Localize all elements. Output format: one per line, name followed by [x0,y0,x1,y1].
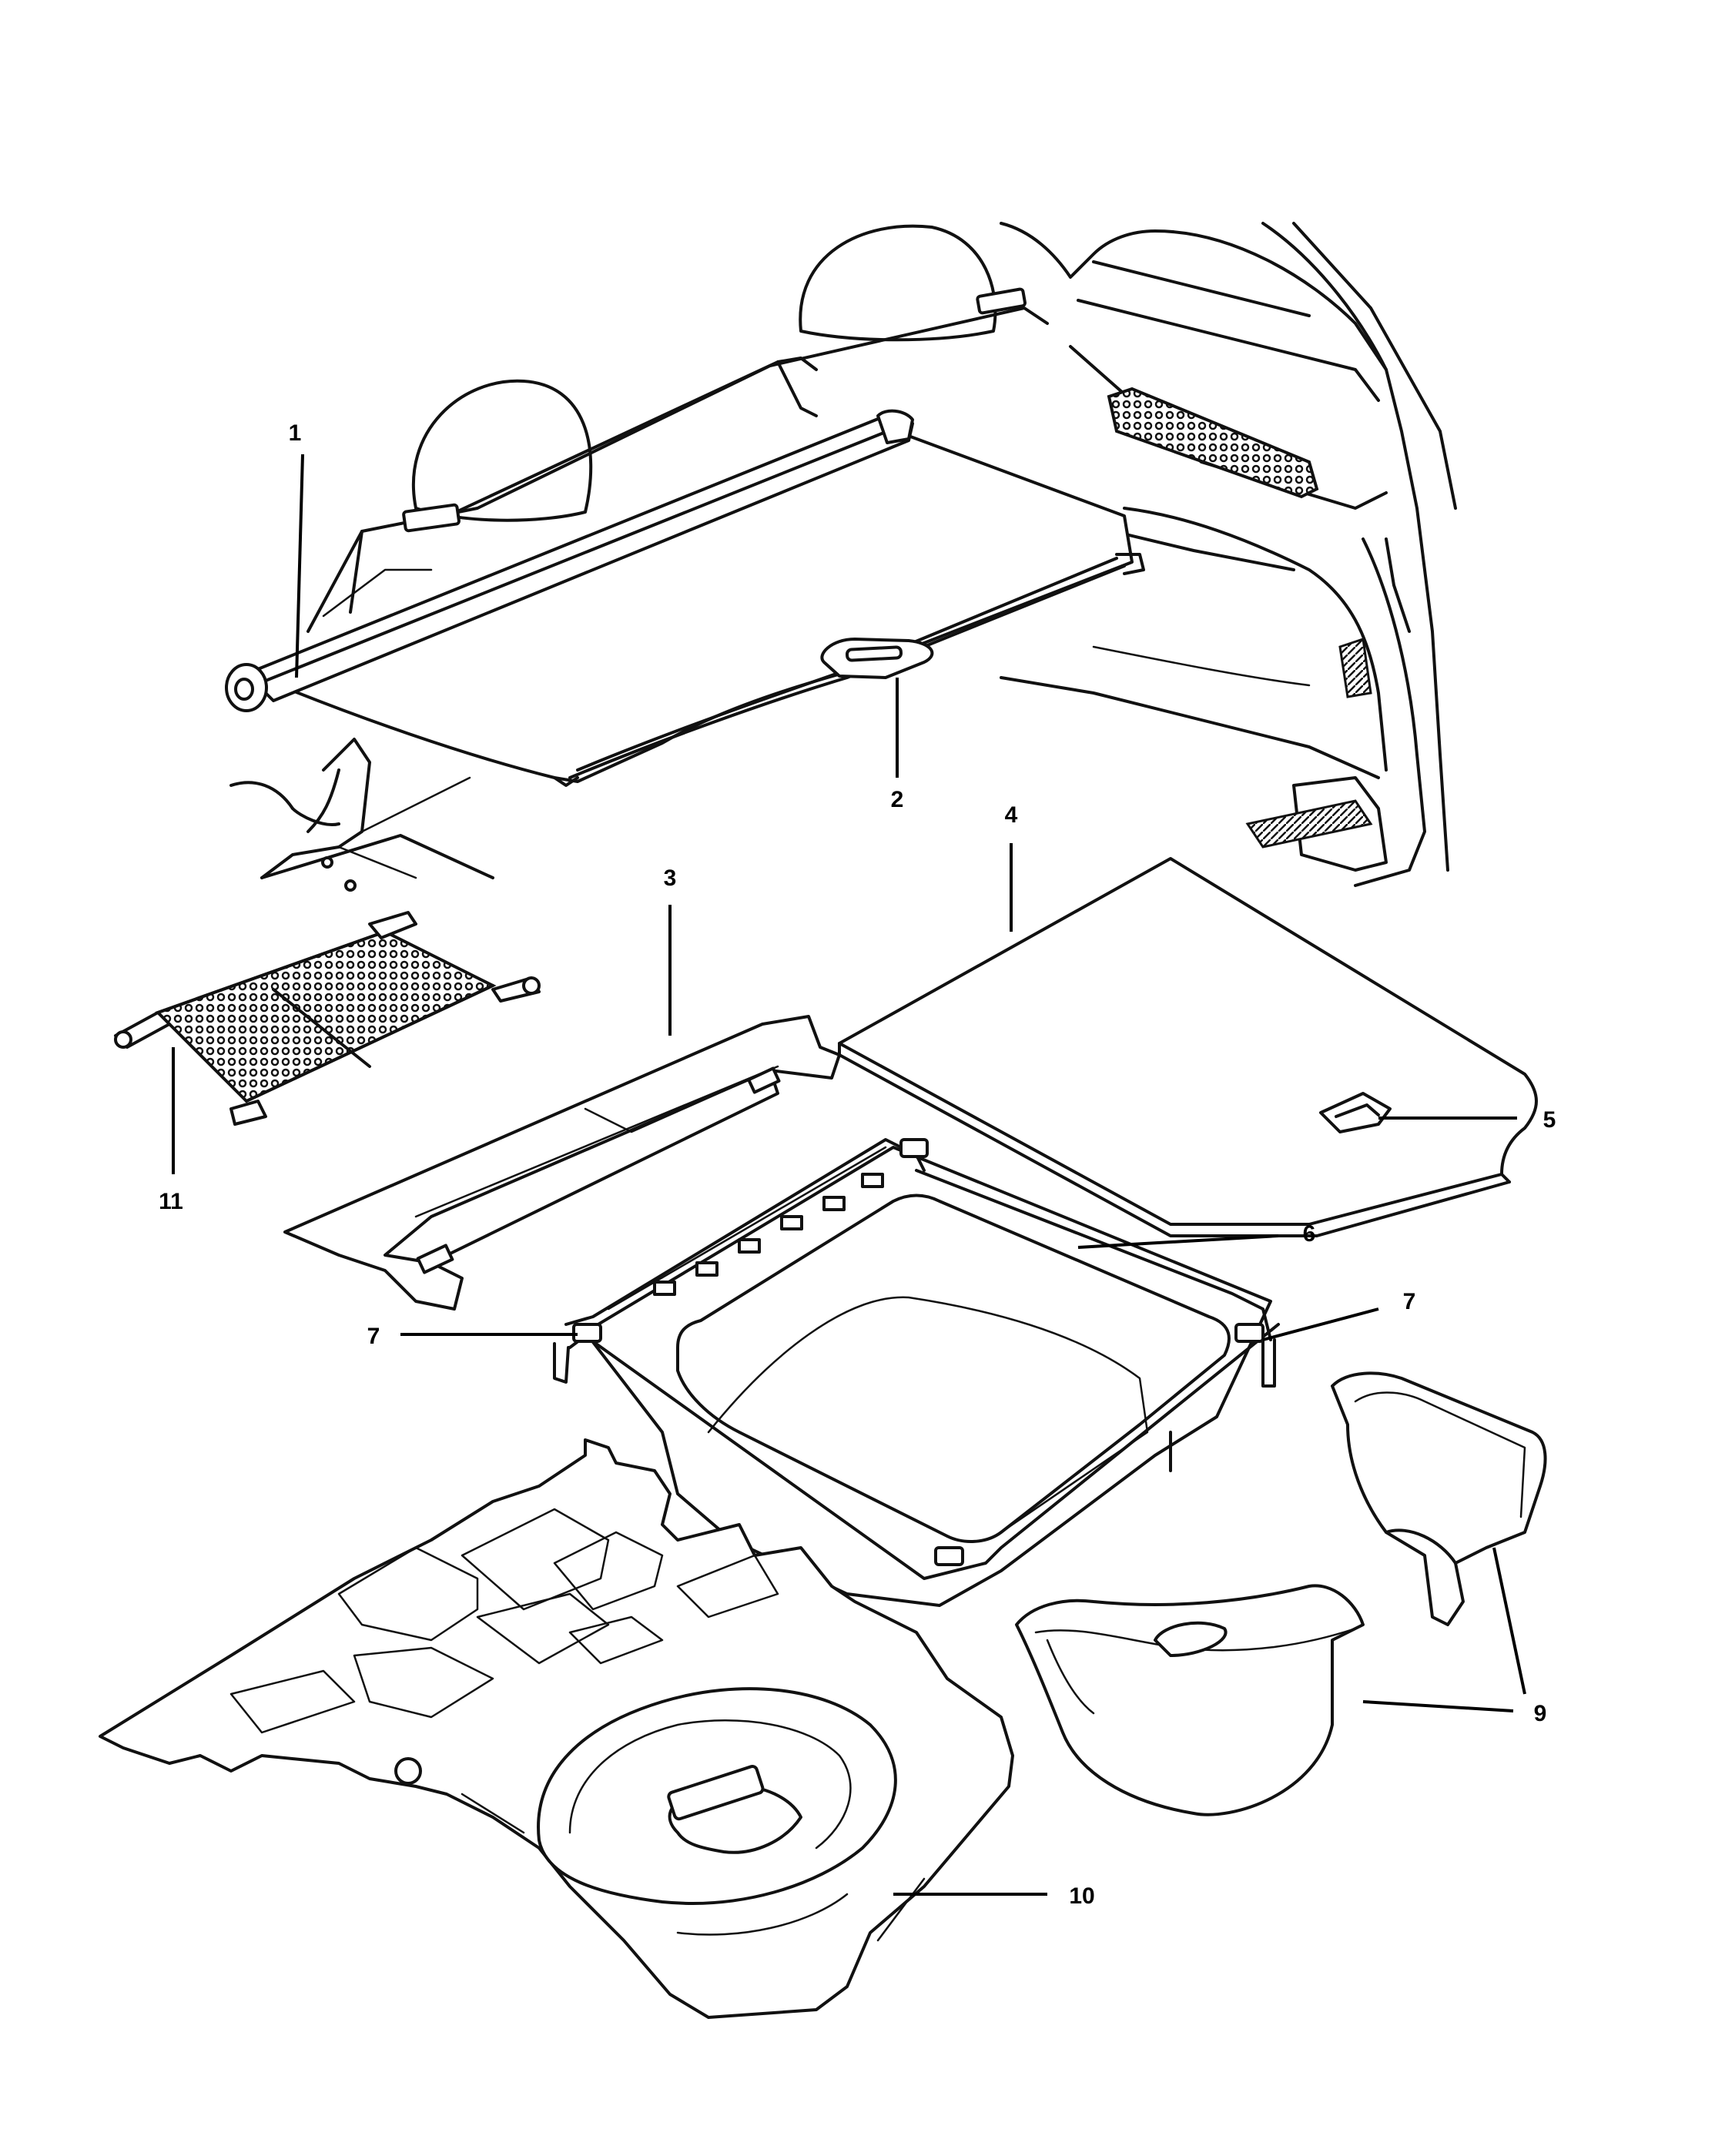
callout-6: 6 [1303,1221,1316,1247]
callout-5: 5 [1543,1107,1556,1133]
callout-1: 1 [289,420,302,446]
callout-10: 10 [1069,1883,1094,1909]
tie-down-left [572,1323,602,1343]
callout-3: 3 [664,865,677,891]
leader-7b [1262,1307,1379,1341]
left-headrest [411,379,593,522]
leader-9b [1362,1700,1514,1712]
load-floor-panel [838,857,1538,1237]
quarter-vent-grille [1107,387,1319,499]
vehicle-interior-context [229,222,1457,892]
spare-tire-clamp [667,1764,765,1821]
tie-down-right [1234,1323,1264,1343]
callout-2: 2 [891,787,904,812]
leader-9a [1492,1547,1526,1695]
cargo-net [114,911,541,1126]
callout-labels: 1 2 3 4 5 6 7 7 9 10 11 [159,420,1556,1909]
callout-4: 4 [1005,802,1018,828]
callout-7-right: 7 [1403,1289,1416,1314]
cargo-tray-frame [553,1138,1280,1607]
leader-lines [172,454,1526,1896]
seatback-panel [283,1015,841,1311]
bin-handle-cutout [1154,1621,1228,1657]
side-storage-bins [1015,1371,1547,1816]
cargo-cover-assembly [225,409,1145,787]
callout-9: 9 [1534,1701,1547,1726]
leader-6 [1077,1234,1279,1249]
right-headrest [799,224,997,342]
callout-11: 11 [159,1189,183,1214]
leader-1 [295,454,304,678]
callout-7-left: 7 [367,1324,380,1349]
cargo-floor-carpet [99,1438,1014,2019]
